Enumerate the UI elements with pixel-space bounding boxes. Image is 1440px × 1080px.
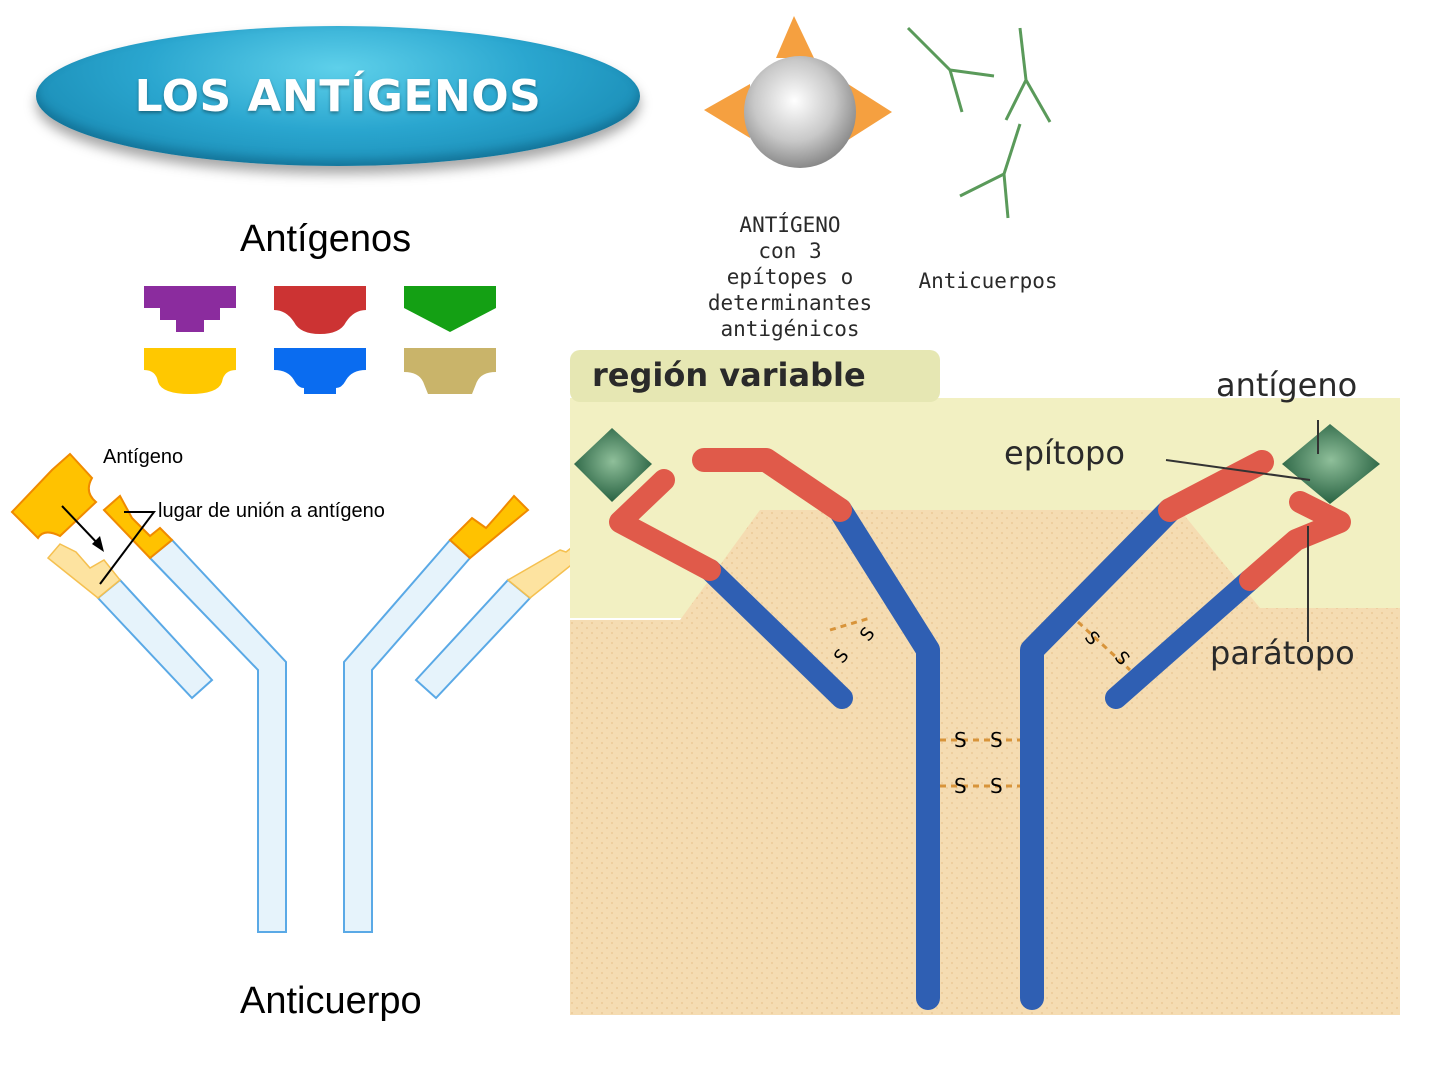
- arrow-head: [92, 536, 104, 552]
- antibody-small-3: [959, 123, 1022, 219]
- variable-tip-heavy-left: [692, 448, 852, 522]
- variable-tip-light-left: [609, 469, 721, 581]
- light-chain-right-blue: [1105, 569, 1261, 709]
- binding-tip-heavy-left: [102, 494, 174, 560]
- left-antibody-diagram: [10, 452, 581, 933]
- antibodies-caption: Anticuerpos: [918, 269, 1058, 293]
- paratope-label: parátopo: [1210, 634, 1355, 672]
- epitope-label: epítopo: [1004, 434, 1125, 472]
- bond-s-6: S: [990, 728, 1003, 752]
- antigen-shapes: [144, 286, 496, 394]
- region-variable-label: región variable: [592, 356, 866, 394]
- antigen-block: [10, 452, 98, 540]
- variable-tip-light-right: [1239, 491, 1351, 591]
- antigen-caption: ANTÍGENO con 3 epítopes o determinantes …: [707, 213, 873, 341]
- epitope-right: [848, 84, 892, 140]
- epitope-top: [776, 16, 814, 58]
- bond-s-5: S: [954, 728, 967, 752]
- binding-pointer: [99, 511, 156, 585]
- antigen-diamond-left: [574, 428, 652, 502]
- variable-region-diagram: [570, 350, 1400, 1015]
- light-chain-left-blue: [699, 559, 853, 709]
- binding-tip-heavy-right: [448, 494, 530, 560]
- page-title: LOS ANTÍGENOS: [134, 70, 542, 122]
- antigen-shape-tan: [404, 348, 496, 394]
- variable-region-tab: [570, 350, 940, 402]
- antibody-label: Anticuerpo: [240, 980, 422, 1022]
- antibody-small-1: [906, 26, 995, 113]
- antigen-sphere-figure: [704, 16, 892, 168]
- heavy-chain-left-blue: [828, 498, 940, 1010]
- antigen-shape-purple: [144, 286, 236, 332]
- antigen-shape-blue: [274, 348, 366, 394]
- antigen-shape-green: [404, 286, 496, 332]
- bond-s-8: S: [990, 774, 1003, 798]
- antigen-shape-yellow: [144, 348, 236, 394]
- heavy-chain-right: [343, 538, 472, 933]
- antigen-shape-red: [274, 286, 366, 334]
- title-banner: LOS ANTÍGENOS: [36, 26, 640, 166]
- right-antigen-label: antígeno: [1216, 366, 1358, 404]
- binding-tip-light-left: [46, 543, 122, 599]
- binding-site-label: lugar de unión a antígeno: [158, 500, 385, 522]
- antibody-small-2: [1004, 27, 1052, 123]
- epitope-left: [704, 84, 750, 138]
- antigen-sphere: [744, 56, 856, 168]
- heavy-chain-right-blue: [1020, 498, 1182, 1010]
- heavy-chain-left: [148, 538, 287, 933]
- antigens-heading: Antígenos: [240, 218, 412, 260]
- antigen-label: Antígeno: [103, 446, 184, 468]
- variable-tip-heavy-right: [1158, 450, 1274, 522]
- bond-s-7: S: [954, 774, 967, 798]
- antigen-diamond-right: [1282, 424, 1380, 504]
- antibodies-figure: [906, 26, 1052, 219]
